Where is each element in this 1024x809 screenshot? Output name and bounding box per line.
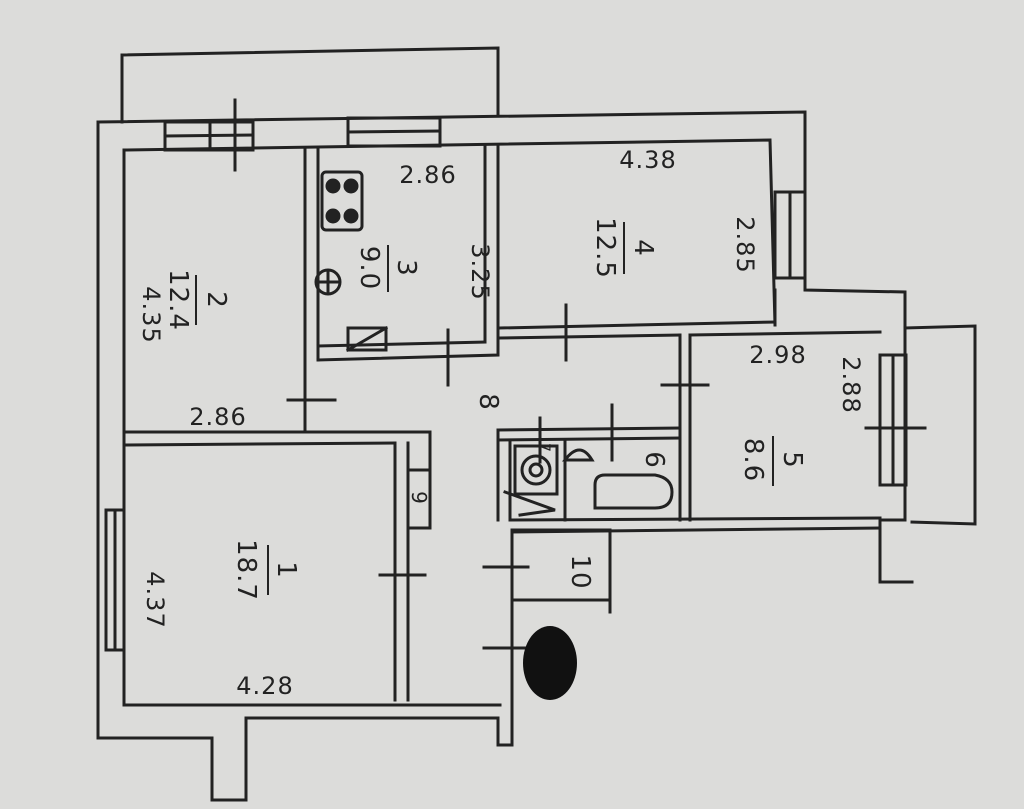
ink-stain xyxy=(523,626,577,700)
room-6-number: 6 xyxy=(639,451,669,469)
room-1-area: 18.7 xyxy=(231,539,261,601)
partition-room2-room3 xyxy=(286,148,337,434)
partition-storage xyxy=(406,468,432,530)
stairs-icon xyxy=(345,325,389,353)
partition-room4-bottom xyxy=(498,303,777,362)
room-3: 3 9.0 2.86 3.25 xyxy=(354,161,494,301)
room-7-number: 7 xyxy=(536,443,552,453)
window-top-center xyxy=(346,116,442,148)
room-3-length: 3.25 xyxy=(466,243,494,300)
room-1: 1 18.7 4.28 4.37 xyxy=(141,539,301,700)
partition-room5 xyxy=(510,330,882,534)
room-4-width: 4.38 xyxy=(619,146,676,174)
partition-bathroom xyxy=(496,403,682,522)
outer-walls xyxy=(96,110,914,802)
sink-icon xyxy=(314,268,342,296)
room-5-area: 8.6 xyxy=(738,438,768,482)
room-1-length: 4.37 xyxy=(141,571,169,628)
room-4-number: 4 xyxy=(628,239,658,257)
room-1-number: 1 xyxy=(271,561,301,579)
room-5-length: 2.88 xyxy=(837,356,865,413)
partition-room3-bottom xyxy=(316,143,500,387)
room-5: 5 8.6 2.98 2.88 xyxy=(738,341,865,486)
window-left-room1 xyxy=(104,508,126,652)
balcony-top xyxy=(120,46,500,124)
balcony-right xyxy=(903,324,977,526)
room-2: 2 12.4 2.86 4.35 xyxy=(137,269,246,431)
room-4: 4 12.5 4.38 2.85 xyxy=(590,146,759,279)
room-3-width: 2.86 xyxy=(399,161,456,189)
room-2-area: 12.4 xyxy=(163,269,193,331)
bathtub-icon xyxy=(593,473,674,510)
room-2-length: 4.35 xyxy=(137,286,165,343)
stair-arrow-icon xyxy=(503,490,556,517)
partition-closet xyxy=(482,530,612,650)
stove-icon xyxy=(320,170,364,232)
window-right-room5 xyxy=(864,353,927,487)
window-right-room4 xyxy=(773,190,807,280)
toilet-icon xyxy=(513,444,559,496)
room-3-number: 3 xyxy=(391,259,421,277)
room-5-number: 5 xyxy=(777,451,807,469)
room-1-width: 4.28 xyxy=(236,672,293,700)
room-10-number: 10 xyxy=(565,554,595,589)
washbasin-icon xyxy=(561,448,595,462)
room-2-width: 2.86 xyxy=(189,403,246,431)
room-4-area: 12.5 xyxy=(590,217,620,279)
room-5-width: 2.98 xyxy=(749,341,806,369)
room-3-area: 9.0 xyxy=(354,246,384,290)
window-top-left xyxy=(163,98,255,172)
room-4-length: 2.85 xyxy=(731,216,759,273)
room-2-number: 2 xyxy=(201,291,231,309)
room-9-number: 9 xyxy=(407,491,431,505)
room-8-number: 8 xyxy=(473,393,503,411)
